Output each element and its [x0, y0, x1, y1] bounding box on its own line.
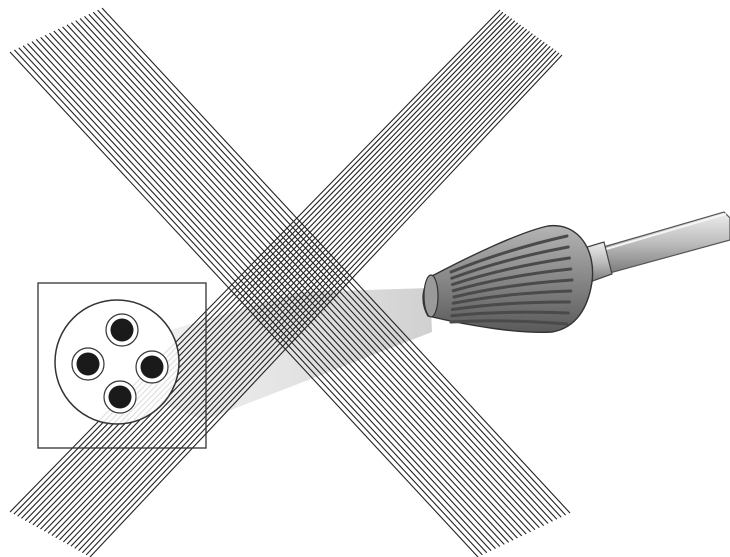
- band-line: [40, 36, 510, 543]
- band-line: [66, 24, 536, 531]
- band-line: [32, 22, 519, 526]
- lamp-groove: [451, 300, 571, 311]
- line-band-ascending: [9, 9, 563, 557]
- lamp-head: [422, 225, 594, 333]
- lamp-groove: [451, 256, 571, 286]
- light-beam: [150, 288, 432, 420]
- holes-group: [71, 313, 169, 414]
- lamp-groove: [449, 319, 569, 326]
- band-line: [18, 47, 488, 554]
- band-line: [74, 46, 551, 549]
- band-line: [75, 20, 545, 526]
- lamp-groove: [450, 310, 570, 318]
- hole: [108, 385, 132, 409]
- band-line: [44, 34, 514, 541]
- band-line: [81, 50, 557, 554]
- band-line: [9, 9, 501, 513]
- band-line: [88, 13, 558, 520]
- band-line: [13, 11, 504, 515]
- band-line: [21, 16, 510, 519]
- band-line: [36, 24, 522, 528]
- lamp-groove: [450, 245, 570, 280]
- lamp-groove: [452, 278, 574, 299]
- band-line: [85, 52, 560, 556]
- band-line: [57, 28, 527, 535]
- square-frame: [37, 282, 207, 449]
- lamp-grooves: [449, 234, 574, 326]
- band-line: [89, 54, 563, 557]
- band-line: [59, 37, 539, 541]
- band-line: [55, 35, 536, 539]
- band-line: [51, 33, 533, 536]
- band-line: [49, 32, 518, 539]
- band-line: [31, 41, 501, 547]
- band-line: [9, 51, 479, 557]
- band-line: [79, 18, 549, 524]
- band-line: [17, 13, 507, 517]
- lamp-groove: [451, 289, 573, 305]
- band-line: [27, 43, 496, 549]
- lamp-groove: [449, 234, 569, 274]
- lamp-lens: [423, 274, 439, 318]
- band-line: [70, 22, 540, 529]
- lamp-arm: [599, 211, 730, 275]
- band-line: [97, 9, 567, 516]
- band-line: [28, 20, 516, 524]
- band-line: [62, 39, 542, 543]
- band-line: [78, 48, 554, 551]
- band-line: [66, 41, 545, 545]
- hole: [76, 352, 100, 376]
- band-line: [40, 26, 525, 530]
- hole: [110, 318, 134, 342]
- band-line: [24, 18, 513, 521]
- circular-plate: [54, 299, 180, 425]
- hole: [140, 355, 164, 379]
- band-line: [70, 43, 548, 547]
- band-line: [35, 39, 505, 545]
- band-line: [47, 31, 530, 534]
- lamp-groove: [451, 267, 573, 293]
